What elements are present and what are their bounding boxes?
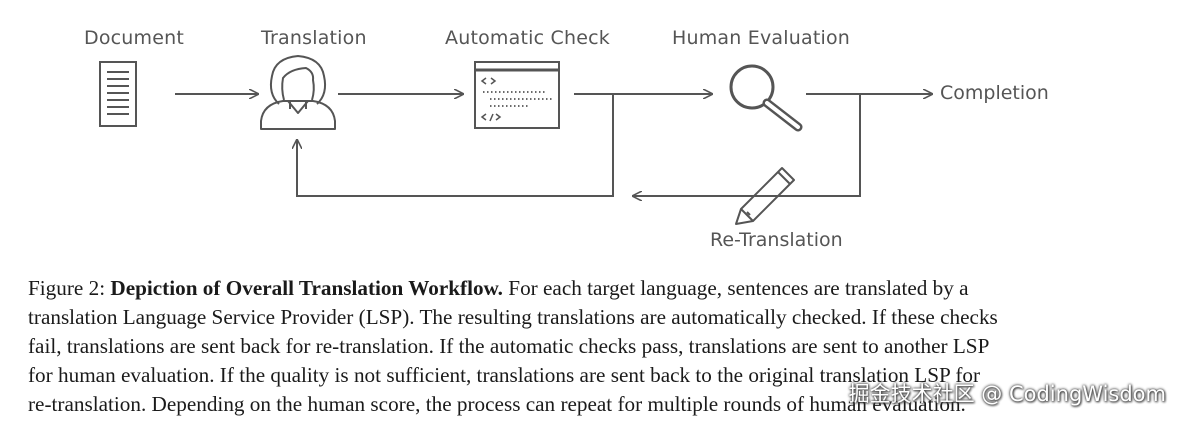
- figure-label: Figure 2:: [28, 276, 106, 300]
- flow-arrows: [175, 94, 932, 196]
- code-window-icon: [474, 61, 560, 129]
- magnifier-icon: [729, 64, 803, 132]
- caption-line-4: for human evaluation. If the quality is …: [28, 363, 981, 387]
- retranslation-label: Re-Translation: [710, 229, 843, 251]
- arrow-check-fail-back: [297, 94, 614, 197]
- translation-label: Translation: [261, 27, 367, 49]
- workflow-diagram: Document Translation Automatic Check Hum…: [84, 27, 1182, 251]
- arrow-evaluation-fail-back: [633, 94, 861, 196]
- person-icon: [260, 55, 336, 130]
- completion-label: Completion: [940, 82, 1049, 104]
- watermark: 掘金技术社区 @ CodingWisdom: [848, 382, 1166, 406]
- caption-line-2: translation Language Service Provider (L…: [28, 305, 998, 329]
- figure-title: Depiction of Overall Translation Workflo…: [110, 276, 503, 300]
- caption-line-1: Figure 2: Depiction of Overall Translati…: [28, 274, 1158, 303]
- caption-line-3: fail, translations are sent back for re-…: [28, 334, 990, 358]
- caption-line-1-rest: For each target language, sentences are …: [508, 276, 969, 300]
- figure-caption: Figure 2: Depiction of Overall Translati…: [28, 274, 1158, 419]
- human-evaluation-label: Human Evaluation: [672, 27, 851, 49]
- automatic-check-label: Automatic Check: [445, 27, 610, 49]
- document-icon: [99, 61, 137, 127]
- document-label: Document: [84, 27, 185, 49]
- flow-graphics: [99, 55, 1182, 225]
- caption-line-5: re-translation. Depending on the human s…: [28, 392, 966, 416]
